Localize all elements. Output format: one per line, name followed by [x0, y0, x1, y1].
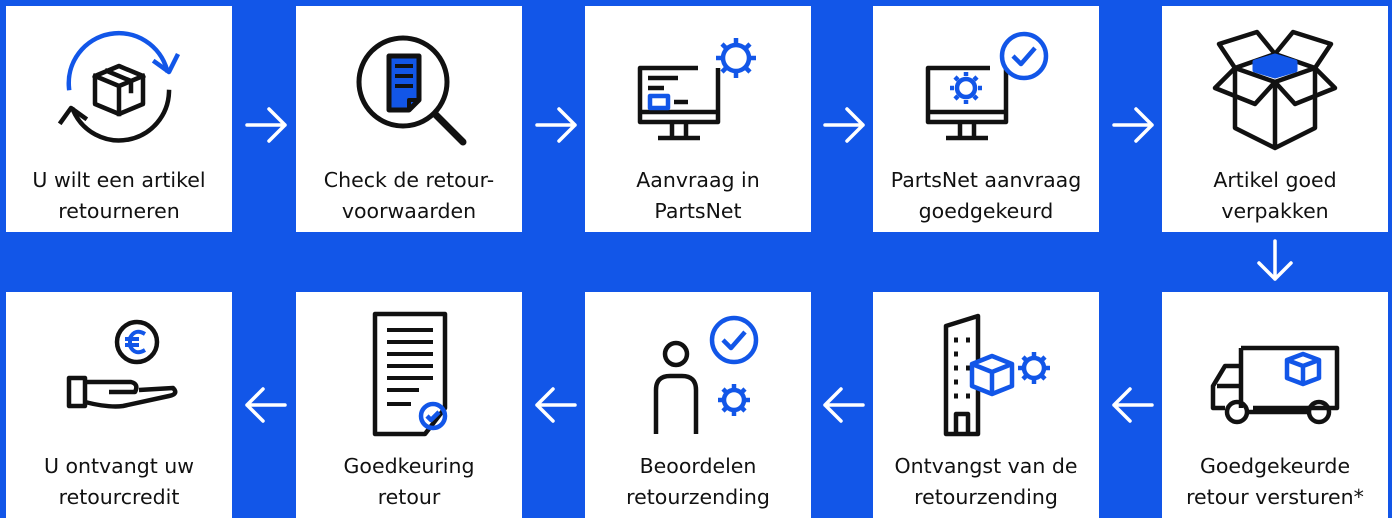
document-approved-icon — [329, 304, 489, 444]
arrow-left-icon — [243, 382, 289, 428]
step-label-line-2: voorwaarden — [341, 199, 477, 223]
step-card-5: Artikel goed verpakken — [1162, 6, 1388, 232]
step-label: Goedkeuring retour — [300, 451, 518, 513]
hand-euro-coin-icon — [39, 304, 199, 444]
step-label: U ontvangt uw retourcredit — [10, 451, 228, 513]
step-card-10: U ontvangt uw retourcredit — [6, 292, 232, 518]
step-card-7: Ontvangst van de retourzending — [873, 292, 1099, 518]
delivery-truck-icon — [1195, 304, 1355, 444]
computer-approved-icon — [906, 18, 1066, 158]
step-label-line-2: retour — [377, 485, 441, 509]
document-magnifier-icon — [329, 18, 489, 158]
step-label: Aanvraag in PartsNet — [589, 165, 807, 227]
step-label: Check de retour- voorwaarden — [300, 165, 518, 227]
step-label-line-1: U wilt een artikel — [32, 168, 206, 192]
step-label-line-1: U ontvangt uw — [43, 454, 195, 478]
open-box-icon — [1195, 18, 1355, 158]
warehouse-box-gear-icon — [906, 304, 1066, 444]
step-label-line-2: retourneren — [58, 199, 180, 223]
step-label-line-2: PartsNet — [654, 199, 742, 223]
step-label: Beoordelen retourzending — [589, 451, 807, 513]
step-label-line-1: Ontvangst van de — [894, 454, 1078, 478]
arrow-right-icon — [821, 102, 867, 148]
step-label: Artikel goed verpakken — [1166, 165, 1384, 227]
step-card-1: U wilt een artikel retourneren — [6, 6, 232, 232]
arrow-right-icon — [1110, 102, 1156, 148]
step-label-line-2: verpakken — [1221, 199, 1329, 223]
step-label-line-1: Beoordelen — [639, 454, 757, 478]
step-label-line-1: Aanvraag in — [636, 168, 760, 192]
step-card-8: Beoordelen retourzending — [585, 292, 811, 518]
arrow-right-icon — [533, 102, 579, 148]
arrow-left-icon — [1110, 382, 1156, 428]
step-label-line-1: Artikel goed — [1213, 168, 1337, 192]
computer-gear-icon — [618, 18, 778, 158]
step-card-4: PartsNet aanvraag goedgekeurd — [873, 6, 1099, 232]
step-label-line-2: goedgekeurd — [918, 199, 1054, 223]
arrow-right-icon — [243, 102, 289, 148]
step-label-line-1: PartsNet aanvraag — [890, 168, 1082, 192]
return-box-cycle-icon — [39, 18, 199, 158]
step-label-line-2: retourzending — [626, 485, 770, 509]
person-check-gear-icon — [618, 304, 778, 444]
arrow-down-icon — [1252, 237, 1298, 283]
step-label-line-1: Goedgekeurde — [1199, 454, 1351, 478]
step-label-line-2: retourcredit — [58, 485, 180, 509]
step-card-6: Goedgekeurde retour versturen* — [1162, 292, 1388, 518]
step-label: PartsNet aanvraag goedgekeurd — [877, 165, 1095, 227]
step-card-9: Goedkeuring retour — [296, 292, 522, 518]
step-label: Ontvangst van de retourzending — [877, 451, 1095, 513]
arrow-left-icon — [821, 382, 867, 428]
step-label-line-1: Goedkeuring — [343, 454, 475, 478]
step-label-line-2: retourzending — [914, 485, 1058, 509]
step-card-3: Aanvraag in PartsNet — [585, 6, 811, 232]
step-label: U wilt een artikel retourneren — [10, 165, 228, 227]
arrow-left-icon — [533, 382, 579, 428]
step-card-2: Check de retour- voorwaarden — [296, 6, 522, 232]
step-label-line-1: Check de retour- — [323, 168, 495, 192]
step-label: Goedgekeurde retour versturen* — [1166, 451, 1384, 513]
step-label-line-2: retour versturen* — [1186, 485, 1364, 509]
